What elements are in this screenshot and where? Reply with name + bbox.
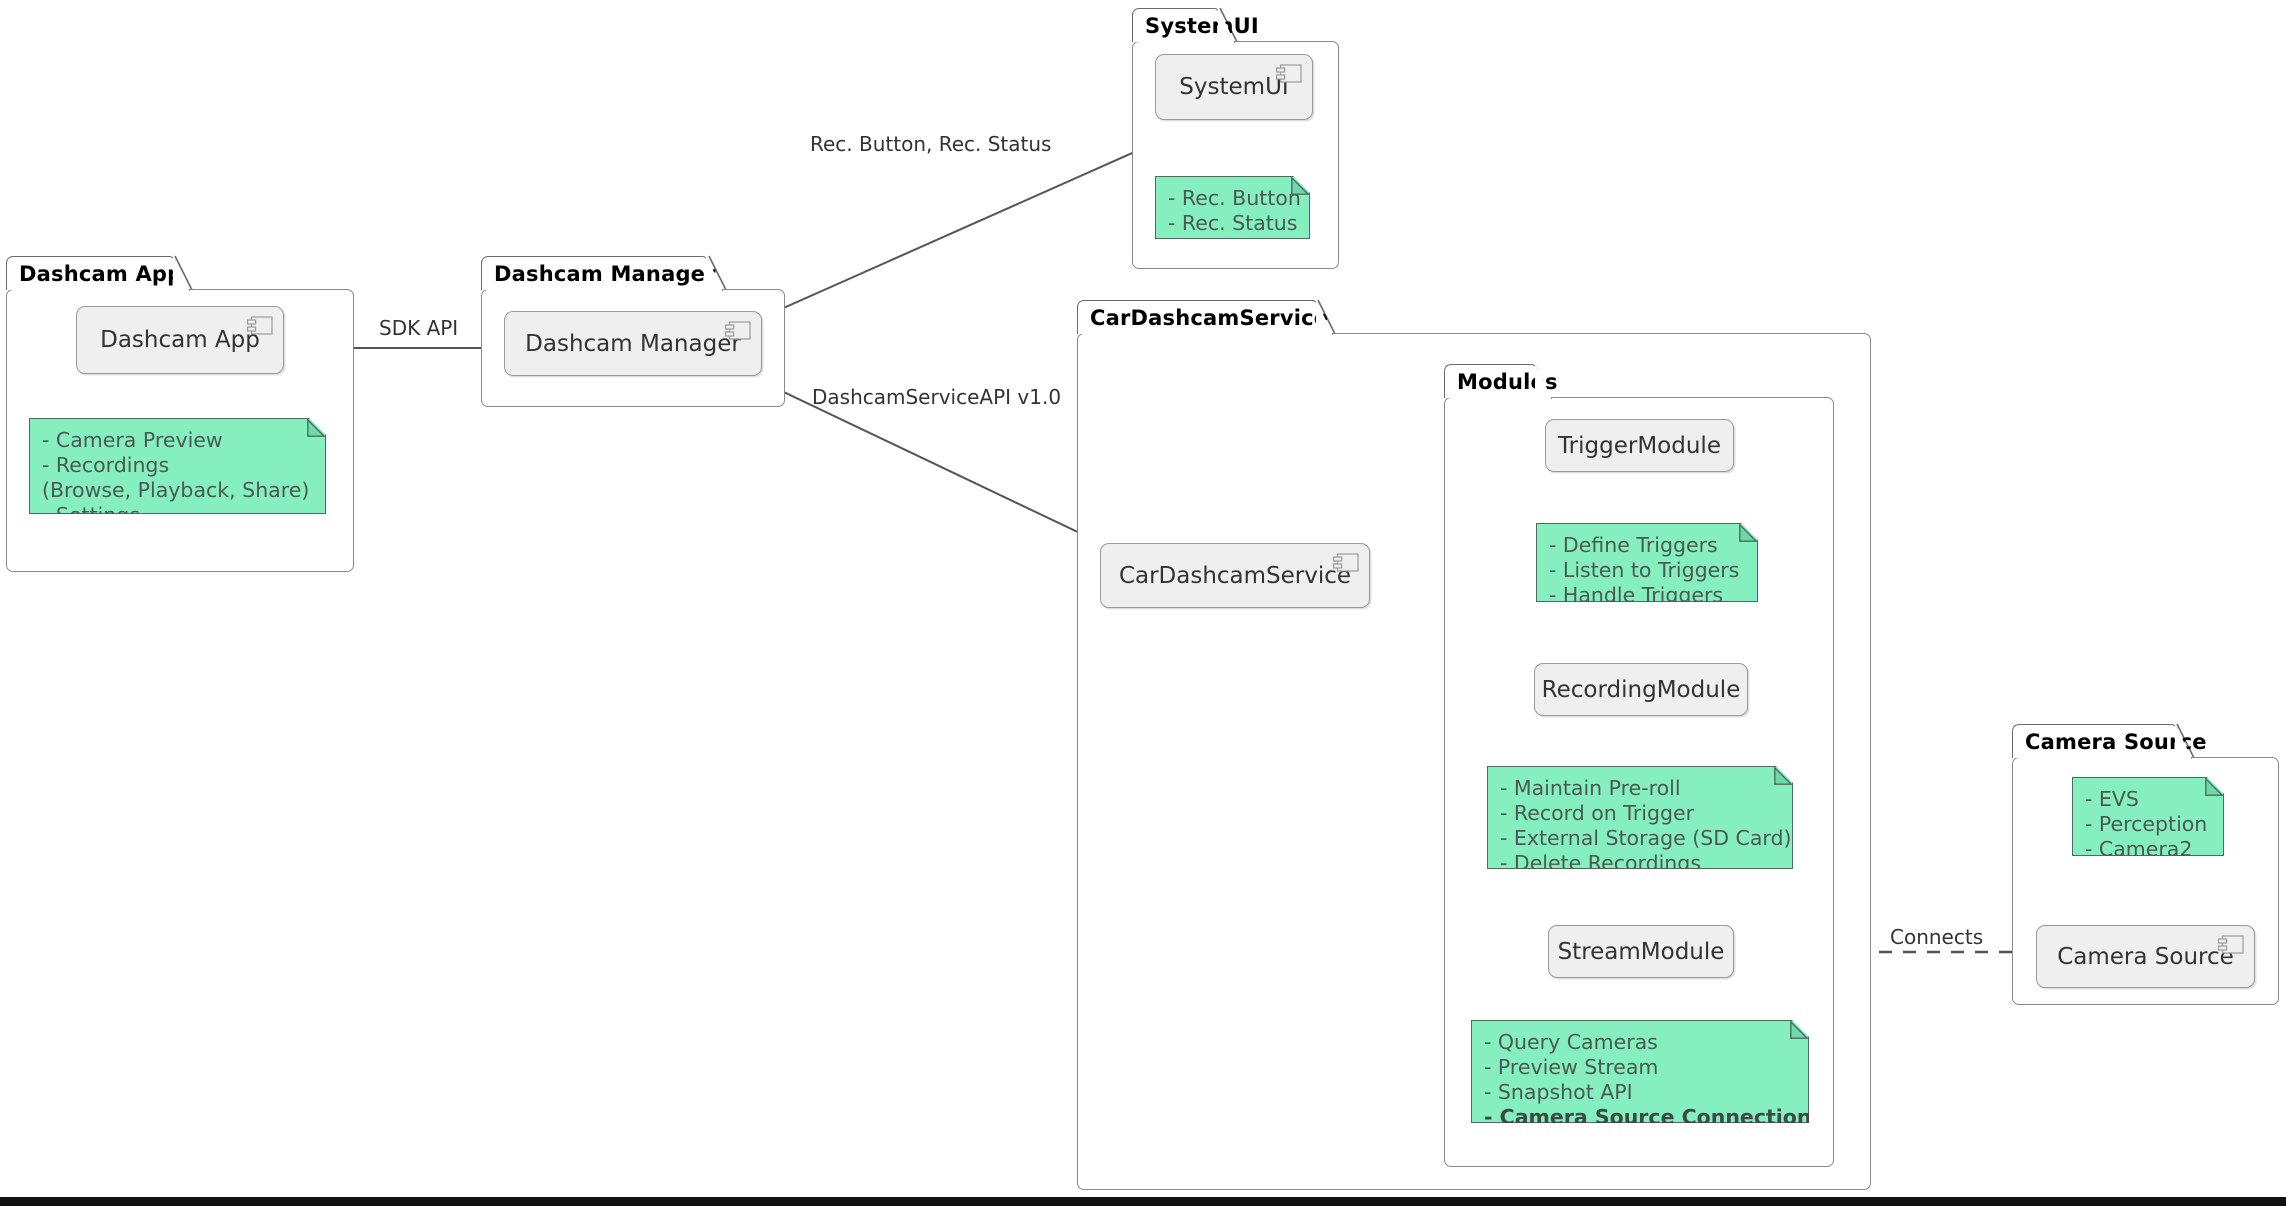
component-camera-source[interactable]: Camera Source [2036,925,2255,988]
edge-rec-button-status-line [742,145,1149,327]
component-dashcam-app[interactable]: Dashcam App [76,306,284,374]
component-label-recording-module: RecordingModule [1541,676,1741,703]
component-systemui[interactable]: SystemUI [1155,54,1313,120]
note-recording-module: - Maintain Pre-roll - Record on Trigger … [1487,766,1793,869]
note-line: - Query Cameras [1484,1030,1658,1054]
note-dashcam-app: - Camera Preview - Recordings (Browse, P… [29,418,326,514]
note-line: - External Storage (SD Card) [1500,826,1792,850]
edge-label-rec-button-status: Rec. Button, Rec. Status [810,132,1052,156]
note-line: - Listen to Triggers [1549,558,1740,582]
note-line: - Recordings [42,453,170,477]
edge-label-connects: Connects [1890,925,1984,949]
bottom-window-bar [0,1197,2286,1206]
component-icon [725,321,751,340]
note-line: - Rec. Button [1168,186,1301,210]
component-dashcam-manager[interactable]: Dashcam Manager [504,311,762,376]
package-title-camera-source: Camera Source [2025,729,2207,754]
component-trigger-module[interactable]: TriggerModule [1545,419,1734,472]
component-icon [247,316,273,335]
note-stream-module: - Query Cameras - Preview Stream - Snaps… [1471,1020,1809,1123]
component-label-systemui: SystemUI [1179,74,1289,100]
note-line: - Preview Stream [1484,1055,1659,1079]
package-title-systemui: SystemUI [1145,13,1259,38]
package-tab-camera-source: Camera Source [2012,724,2207,758]
component-label-stream-module: StreamModule [1557,938,1725,965]
note-line: - Perception [2085,812,2208,836]
package-tab-cardashcamservice: CarDashcamService [1077,300,1328,334]
component-stream-module[interactable]: StreamModule [1548,925,1734,978]
note-line: - Maintain Pre-roll [1500,776,1681,800]
note-line: - Record on Trigger [1500,801,1695,825]
package-title-modules: Modules [1457,369,1558,394]
package-tab-systemui: SystemUI [1132,8,1259,42]
note-line: - Rec. Status [1168,211,1298,235]
note-line: - Snapshot API [1484,1080,1633,1104]
component-label-dashcam-manager: Dashcam Manager [525,330,741,357]
package-title-dashcam-manager: Dashcam Manager [494,261,716,286]
package-tab-dashcam-manager: Dashcam Manager [481,256,715,290]
component-icon [1333,553,1359,572]
note-line: - Camera Preview [42,428,223,452]
component-label-camera-source: Camera Source [2057,943,2234,970]
component-icon [2218,935,2244,954]
note-systemui: - Rec. Button - Rec. Status [1155,176,1310,239]
component-recording-module[interactable]: RecordingModule [1534,663,1748,716]
component-label-trigger-module: TriggerModule [1558,432,1721,459]
note-line: - EVS [2085,787,2139,811]
component-cardashcamservice[interactable]: CarDashcamService [1100,543,1370,608]
edge-label-dashcamserviceapi: DashcamServiceAPI v1.0 [812,385,1062,409]
note-line: - Define Triggers [1549,533,1718,557]
package-title-cardashcamservice: CarDashcamService [1090,305,1329,330]
package-title-dashcam-app: Dashcam App [19,261,183,286]
note-camera-source: - EVS - Perception - Camera2 [2072,777,2224,856]
package-tab-dashcam-app: Dashcam App [6,256,182,290]
component-icon [1276,64,1302,83]
package-tab-modules: Modules [1444,364,1557,398]
edge-label-sdk-api: SDK API [379,316,459,340]
component-label-cardashcamservice: CarDashcamService [1118,562,1352,589]
note-trigger-module: - Define Triggers - Listen to Triggers -… [1536,523,1758,602]
note-line: (Browse, Playback, Share) [42,478,310,502]
